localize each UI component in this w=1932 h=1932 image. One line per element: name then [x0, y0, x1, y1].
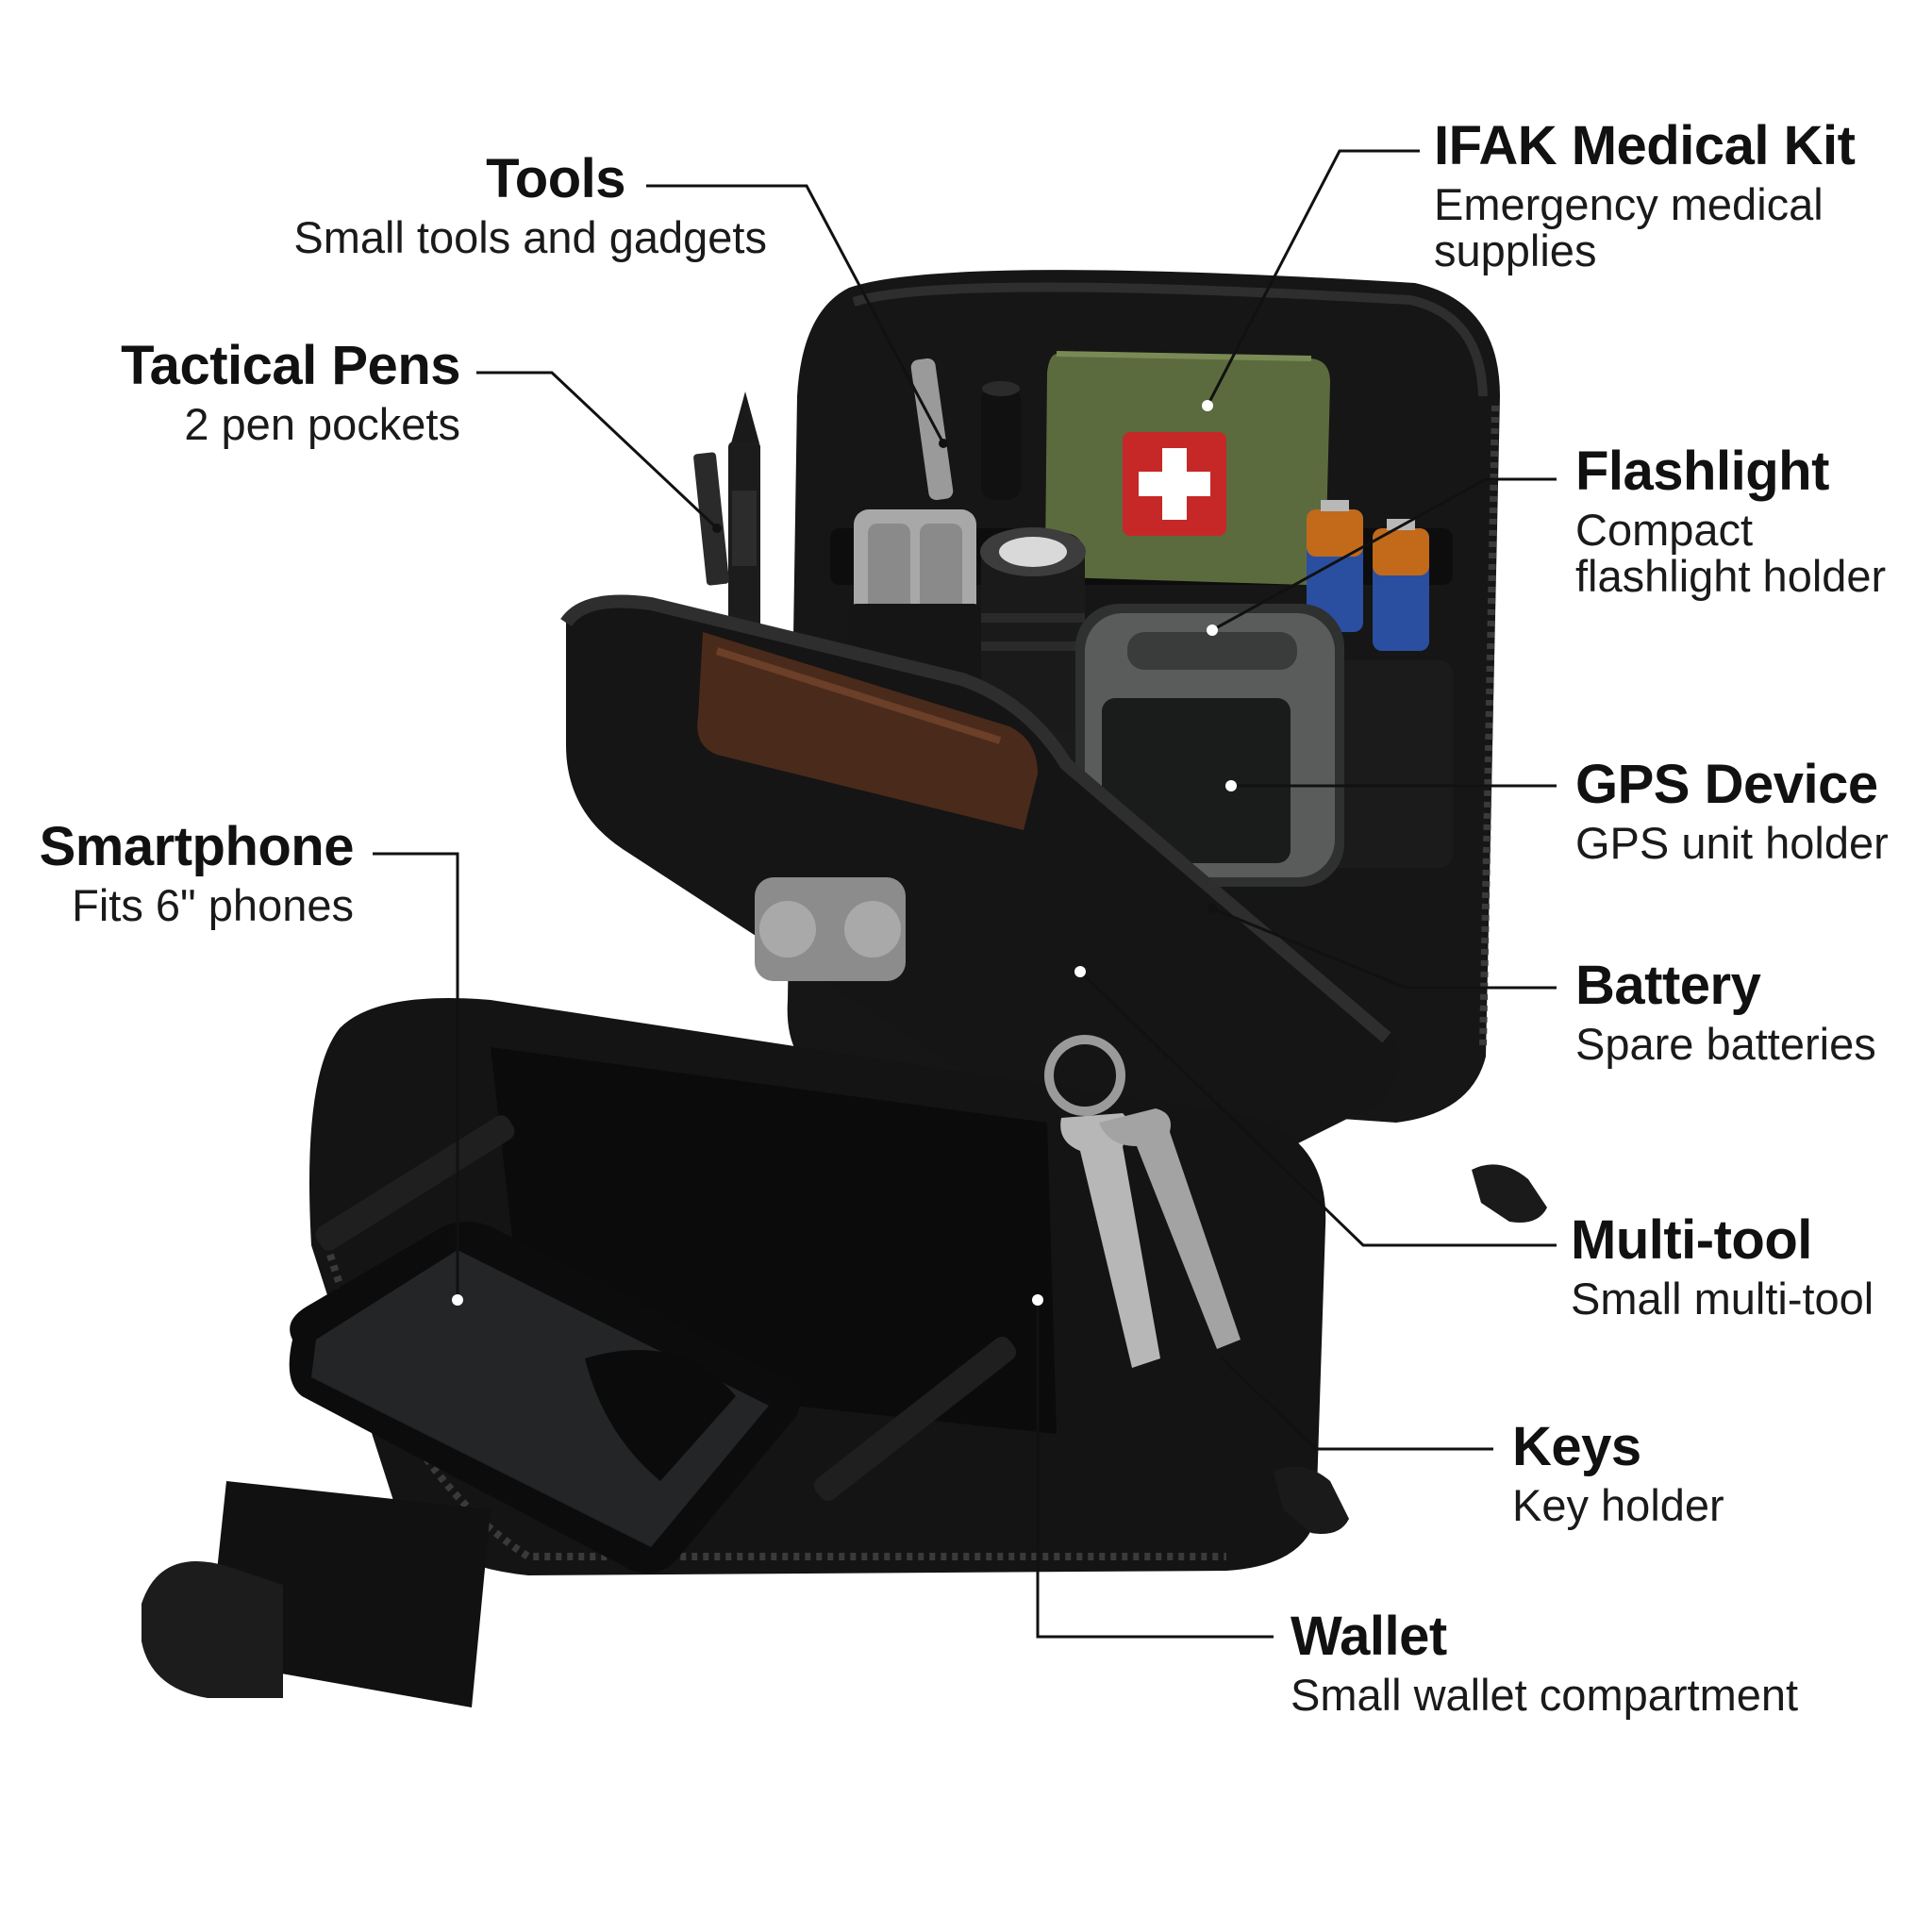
- callout-tools-desc: Small tools and gadgets: [293, 211, 767, 262]
- leader-ifak: [1206, 149, 1420, 407]
- callout-wallet-title: Wallet: [1291, 1606, 1447, 1667]
- leader-smartphone: [373, 852, 459, 1300]
- leader-multitool: [1078, 970, 1557, 1247]
- callout-smartphone: Smartphone Fits 6" phones: [39, 816, 355, 930]
- flashlight: [980, 527, 1086, 731]
- callout-wallet: Wallet Small wallet compartment: [1291, 1606, 1799, 1720]
- front-zip-compartment: [560, 594, 1399, 1184]
- leader-multitool-dot: [1074, 966, 1086, 977]
- callout-keys: Keys Key holder: [1512, 1416, 1724, 1530]
- callout-tactical-pens-title: Tactical Pens: [121, 335, 460, 396]
- leader-keys: [1220, 1357, 1493, 1451]
- callout-gps-desc: GPS unit holder: [1575, 817, 1889, 868]
- callout-smartphone-desc: Fits 6" phones: [72, 879, 354, 930]
- spare-batteries: [1307, 500, 1429, 651]
- callout-tools-title: Tools: [486, 148, 625, 209]
- callout-flashlight-desc: Compact flashlight holder: [1575, 504, 1887, 602]
- callout-smartphone-title: Smartphone: [39, 816, 355, 877]
- leader-battery: [1211, 907, 1557, 990]
- leader-ifak-dot: [1202, 400, 1213, 411]
- leader-gps-dot: [1225, 780, 1237, 791]
- callout-flashlight-title: Flashlight: [1575, 441, 1829, 502]
- leader-battery-dot: [1208, 904, 1217, 913]
- callout-multitool: Multi-tool Small multi-tool: [1571, 1209, 1874, 1324]
- smartphone: [289, 1222, 800, 1574]
- gps-device: [1075, 604, 1344, 887]
- leader-wallet: [1036, 1300, 1274, 1639]
- callout-gps: GPS Device GPS unit holder: [1575, 754, 1889, 868]
- leader-flashlight-dot: [1207, 625, 1218, 636]
- callout-ifak-title: IFAK Medical Kit: [1434, 115, 1856, 176]
- callout-multitool-title: Multi-tool: [1571, 1209, 1812, 1271]
- zipper-pulls: [1274, 1164, 1547, 1534]
- callout-ifak: IFAK Medical Kit Emergency medical suppl…: [1434, 115, 1856, 276]
- tactical-pen-upright: [693, 391, 760, 630]
- callout-battery: Battery Spare batteries: [1575, 955, 1876, 1069]
- callout-gps-title: GPS Device: [1575, 754, 1878, 815]
- leader-tactical-pens-dot: [712, 524, 722, 533]
- callout-battery-title: Battery: [1575, 955, 1761, 1016]
- leader-wallet-dot: [1032, 1294, 1043, 1306]
- leader-flashlight: [1211, 477, 1557, 632]
- callout-multitool-desc: Small multi-tool: [1571, 1273, 1874, 1324]
- ifak-medical-kit: [1045, 351, 1330, 585]
- callout-wallet-desc: Small wallet compartment: [1291, 1669, 1799, 1720]
- callout-tactical-pens-desc: 2 pen pockets: [184, 398, 460, 449]
- keys: [1044, 1035, 1241, 1368]
- callout-tactical-pens: Tactical Pens 2 pen pockets: [121, 335, 460, 449]
- callout-keys-title: Keys: [1512, 1416, 1641, 1477]
- leader-tools: [646, 184, 945, 444]
- callout-flashlight: Flashlight Compact flashlight holder: [1575, 441, 1887, 602]
- callout-keys-desc: Key holder: [1512, 1479, 1724, 1530]
- leader-tactical-pens: [476, 371, 719, 530]
- callout-ifak-desc: Emergency medical supplies: [1434, 178, 1824, 276]
- leader-lines: [373, 149, 1557, 1639]
- leader-smartphone-dot: [452, 1294, 463, 1306]
- callout-tools: Tools Small tools and gadgets: [152, 148, 767, 260]
- tactical-pens-lying: [315, 1115, 1017, 1502]
- leader-tools-dot: [939, 439, 948, 448]
- small-tools: [910, 358, 1021, 501]
- callout-battery-desc: Spare batteries: [1575, 1018, 1876, 1069]
